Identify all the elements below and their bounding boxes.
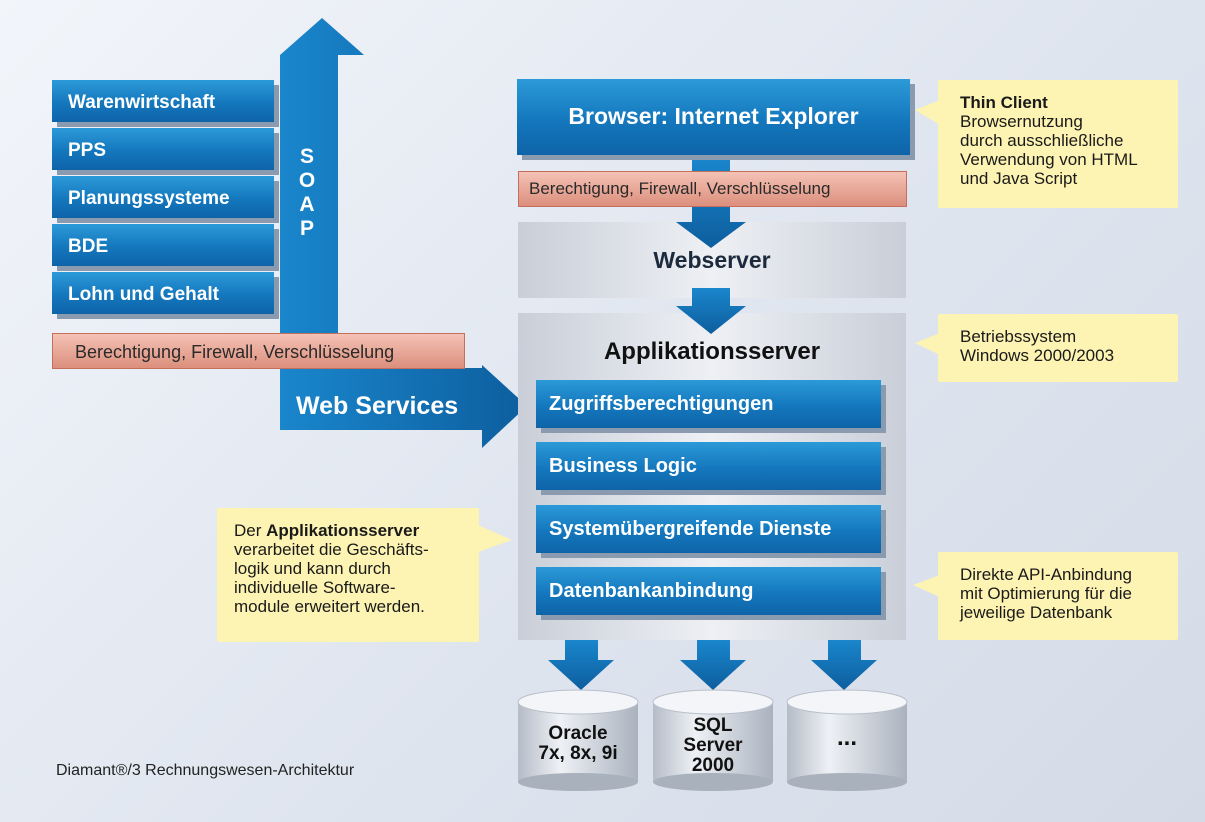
db-oracle-line2: 7x, 8x, 9i (538, 743, 618, 764)
soap-letter-a: A (299, 193, 315, 216)
note-api-line1: Direkte API-Anbindung (960, 565, 1132, 584)
layer-systemuebergreifende-dienste: Systemübergreifende Dienste (536, 505, 881, 553)
arrow-db-1 (548, 640, 614, 690)
browser-box: Browser: Internet Explorer (517, 79, 910, 155)
note-thin-client: Thin Client Browsernutzung durch ausschl… (938, 80, 1178, 208)
note-pointer-thin-client (915, 100, 940, 125)
arrow-db-2 (680, 640, 746, 690)
note-thin-client-line1: Browsernutzung (960, 112, 1083, 131)
db-sql-line2: Server (683, 735, 743, 756)
system-box-pps: PPS (52, 128, 274, 170)
note-thin-client-line4: und Java Script (960, 169, 1078, 188)
db-label-oracle: Oracle 7x, 8x, 9i (518, 724, 638, 764)
note-api: Direkte API-Anbindung mit Optimierung fü… (938, 552, 1178, 640)
system-box-planungssysteme: Planungssysteme (52, 176, 274, 218)
note-pointer-os (915, 333, 940, 355)
security-bar-left: Berechtigung, Firewall, Verschlüsselung (52, 333, 465, 369)
note-appserver-prefix: Der (234, 521, 262, 540)
system-box-warenwirtschaft: Warenwirtschaft (52, 80, 274, 122)
note-api-line3: jeweilige Datenbank (960, 603, 1113, 622)
note-os: Betriebssystem Windows 2000/2003 (938, 314, 1178, 382)
note-thin-client-title: Thin Client (960, 93, 1048, 112)
db-oracle-line1: Oracle (548, 723, 608, 744)
note-thin-client-line3: Verwendung von HTML (960, 150, 1138, 169)
db-label-sql-server: SQL Server 2000 (653, 716, 773, 776)
arrow-db-3 (811, 640, 877, 690)
note-os-line1: Betriebssystem (960, 327, 1077, 346)
note-appserver-line4: module erweitert werden. (234, 597, 425, 616)
note-appserver-bold: Applikationsserver (266, 521, 420, 540)
appserver-title: Applikationsserver (603, 338, 821, 365)
web-services-label: Web Services (296, 392, 459, 420)
note-appserver-line2: logik und kann durch (234, 559, 391, 578)
security-bar-right: Berechtigung, Firewall, Verschlüsselung (518, 171, 907, 207)
note-thin-client-line2: durch ausschließliche (960, 131, 1124, 150)
soap-arrow (280, 18, 527, 448)
db-cylinder-2 (652, 689, 774, 791)
system-box-bde: BDE (52, 224, 274, 266)
note-api-line2: mit Optimierung für die (960, 584, 1132, 603)
note-appserver-line1: verarbeitet die Geschäfts- (234, 540, 429, 559)
webserver-label: Webserver (653, 247, 771, 273)
note-os-line2: Windows 2000/2003 (960, 346, 1115, 365)
note-pointer-api (913, 575, 940, 597)
note-appserver-line3: individuelle Software- (234, 578, 396, 597)
system-box-lohn-und-gehalt: Lohn und Gehalt (52, 272, 274, 314)
db-cylinder-1 (517, 689, 639, 791)
note-appserver: Der Applikationsserver verarbeitet die G… (217, 508, 479, 642)
layer-zugriffsberechtigungen: Zugriffsberechtigungen (536, 380, 881, 428)
layer-business-logic: Business Logic (536, 442, 881, 490)
note-pointer-appserver (478, 525, 512, 552)
note-appserver-line0: Der Applikationsserver (234, 521, 479, 540)
soap-letter-o: O (298, 169, 316, 192)
db-sql-line3: 2000 (691, 755, 735, 776)
soap-letter-p: P (299, 217, 314, 240)
db-label-more: ... (836, 724, 857, 751)
arrow-webserver-appserver (676, 288, 746, 334)
diagram-caption: Diamant®/3 Rechnungswesen-Architektur (56, 762, 355, 779)
layer-datenbankanbindung: Datenbankanbindung (536, 567, 881, 615)
db-cylinder-3 (786, 689, 908, 791)
soap-label: S O A P (295, 145, 319, 241)
db-sql-line1: SQL (693, 715, 733, 736)
soap-letter-s: S (299, 145, 314, 168)
